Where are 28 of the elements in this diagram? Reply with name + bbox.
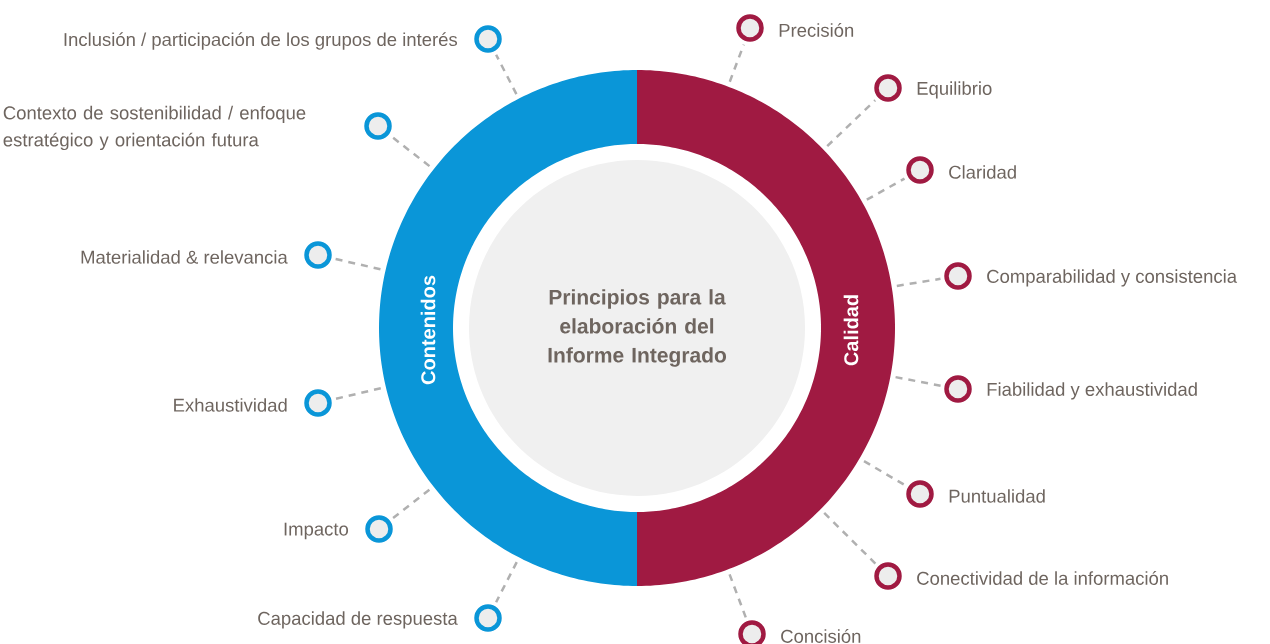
item-label: Capacidad de respuesta [258,611,458,629]
leader-line [826,99,877,147]
leader-line [495,561,518,603]
leader-line [335,387,382,401]
leader-line [391,135,431,168]
item-label: Materialidad & relevancia [81,250,288,264]
leader-line [896,277,941,288]
leader-line [866,177,906,201]
leader-line [728,573,747,618]
item-label: Comparabilidad y consistencia [987,269,1238,287]
item-label: Conectividad de la información [917,571,1168,585]
item-label: Impacto [284,522,349,540]
item-label: Exhaustividad [174,398,287,412]
leader-line [895,375,941,387]
item-label: Concisión [781,629,861,643]
item-label: Precisión [779,23,854,37]
item-label: Claridad [949,165,1016,179]
item-label: Puntualidad [949,489,1045,503]
leader-line [335,257,381,271]
leader-line [495,54,518,95]
item-label: Fiabilidad y exhaustividad [987,382,1197,400]
leader-line [392,488,431,520]
leader-line [823,512,877,565]
item-label: Equilibrio [917,81,992,99]
item-label: Inclusión / participación de los grupos de interés [64,32,458,50]
leader-line [728,44,745,83]
item-label: Contexto de sostenibilidad / enfoque estratégico y orientación futura [3,105,306,151]
leader-line [863,460,906,487]
